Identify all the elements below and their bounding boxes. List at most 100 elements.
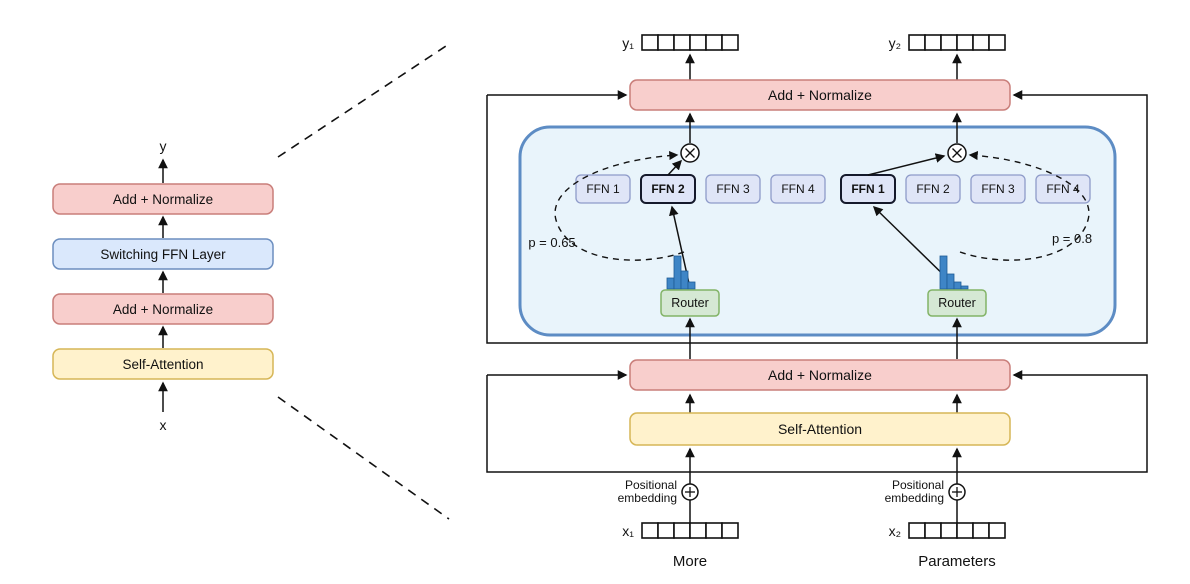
ffn-label: FFN 4 [1046,182,1080,196]
left-add-normalize-top-box [52,183,274,215]
multiply-icon-right [947,143,967,163]
detail-add-normalize-top-label: Add + Normalize [768,87,872,103]
positional-line2: embedding [885,491,944,505]
positional-embedding-label-right: Positional embedding [885,478,944,505]
token-cell [940,522,958,539]
router-box-left [660,289,720,317]
detail-diagram: y₁ y₂ Add + Normalize [486,34,1148,570]
histogram-bar [953,281,962,290]
router-histogram-right [939,255,969,290]
token-cell [924,522,942,539]
zoom-connector-top [277,43,450,158]
token-cell [988,34,1006,51]
positional-line1: Positional [892,478,944,492]
y1-label: y₁ [622,35,634,51]
switching-ffn-panel [518,125,1117,337]
histogram-bar [680,270,689,290]
y2-label: y₂ [889,35,901,51]
ffn-box [705,174,761,204]
token-cell [908,522,926,539]
expert-row-left: FFN 1 FFN 2 FFN 3 FFN 4 [575,174,826,204]
token-cell [673,522,691,539]
expert-row-right: FFN 1 FFN 2 FFN 3 FFN 4 [840,174,1091,204]
residual-connection-top [486,90,1148,344]
token-cell [705,34,723,51]
ffn-label-selected: FFN 1 [851,182,885,196]
arrow-ffn1-to-multiply [867,153,946,176]
token-cell [721,522,739,539]
token-cell [956,34,974,51]
zoom-connector-bottom [277,396,450,520]
ffn-box [1035,174,1091,204]
left-self-attention-box [52,348,274,380]
token-cell [657,522,675,539]
x2-caption: Parameters [918,553,996,570]
left-stack: y Add + Normalize Switching FFN Layer Ad… [52,138,274,433]
detail-add-normalize-mid-label: Add + Normalize [768,367,872,383]
gate-probability-curve-right [959,150,1090,261]
ffn-box [770,174,826,204]
token-cell [657,34,675,51]
token-cell [721,34,739,51]
detail-add-normalize-top-box [629,79,1011,111]
positional-line2: embedding [618,491,677,505]
token-cell [972,34,990,51]
token-cell [956,522,974,539]
token-bar-y1: y₁ [622,34,739,51]
left-add-normalize-bottom-box [52,293,274,325]
output-y-label: y [160,138,167,154]
positional-line1: Positional [625,478,677,492]
left-add-normalize-bottom-label: Add + Normalize [113,302,213,317]
input-x-label: x [160,417,167,433]
histogram-bar [673,255,682,290]
token-cell [641,522,659,539]
residual-connection-bottom [486,370,1148,473]
token-cell [940,34,958,51]
histogram-bar [946,273,955,290]
gate-probability-left: p = 0.65 [528,235,575,250]
plus-icon-right [948,483,966,501]
token-cell [689,522,707,539]
left-switching-ffn-box [52,238,274,270]
ffn-box [905,174,961,204]
ffn-label: FFN 2 [916,182,950,196]
ffn-box [575,174,631,204]
histogram-bar [666,277,675,290]
ffn-label: FFN 3 [981,182,1015,196]
multiply-icon-left [680,143,700,163]
gate-probability-right: p = 0.8 [1052,231,1092,246]
left-switching-ffn-label: Switching FFN Layer [100,247,226,262]
plus-icon-left [681,483,699,501]
gate-probability-curve-left [554,150,685,261]
histogram-bar [960,285,969,290]
detail-self-attention-label: Self-Attention [778,421,862,437]
token-cell [689,34,707,51]
x1-caption: More [673,553,707,570]
x2-label: x₂ [889,523,901,539]
router-histogram-left [666,255,696,290]
x1-label: x₁ [622,523,634,539]
router-box-right [927,289,987,317]
ffn-box [970,174,1026,204]
token-cell [908,34,926,51]
token-cell [972,522,990,539]
ffn-label: FFN 1 [586,182,620,196]
histogram-bar [939,255,948,290]
histogram-bar [687,281,696,290]
left-self-attention-label: Self-Attention [122,357,203,372]
token-bar-x1: x₁ More [622,522,739,570]
router-label-left: Router [671,296,709,310]
token-bar-y2: y₂ [889,34,1006,51]
detail-add-normalize-mid-box [629,359,1011,391]
token-cell [673,34,691,51]
positional-embedding-label-left: Positional embedding [618,478,677,505]
ffn-label: FFN 4 [781,182,815,196]
token-cell [641,34,659,51]
token-bar-x2: x₂ Parameters [889,522,1006,570]
detail-self-attention-box [629,412,1011,446]
token-cell [924,34,942,51]
ffn-label-selected: FFN 2 [651,182,685,196]
token-cell [988,522,1006,539]
